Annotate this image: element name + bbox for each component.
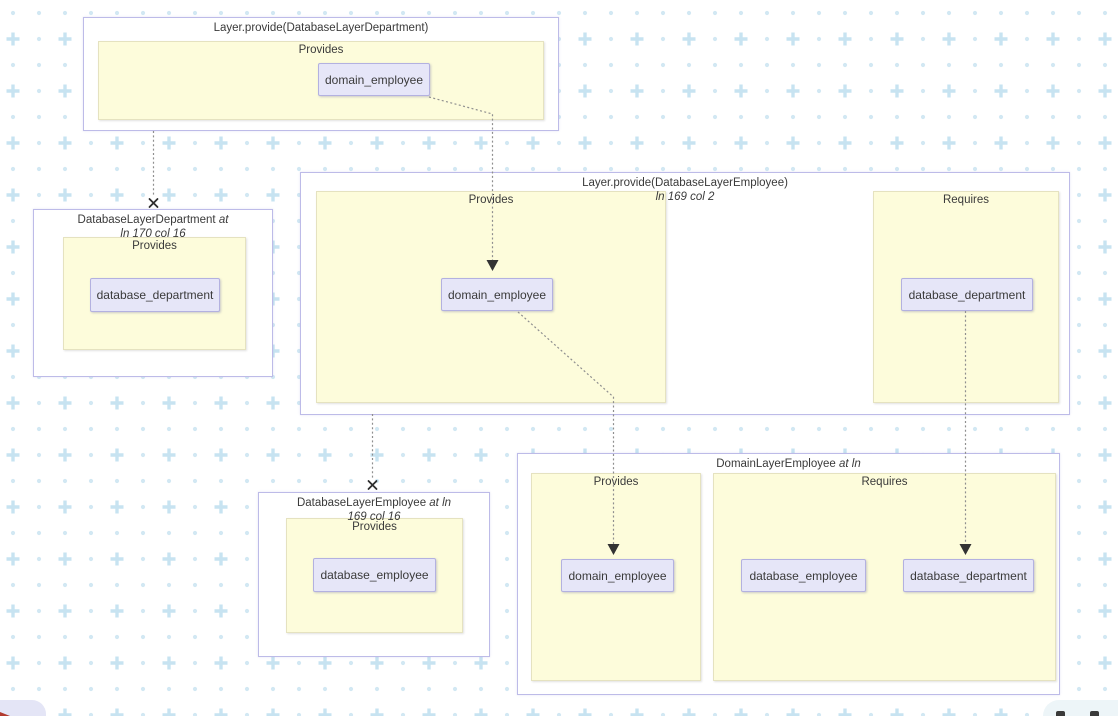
node-domain-employee[interactable]: domain_employee	[561, 559, 674, 592]
group-title-text: Layer.provide(DatabaseLayerDepartment)	[213, 22, 429, 34]
zoom-controls-panel[interactable]	[1043, 700, 1118, 716]
node-domain-employee[interactable]: domain_employee	[441, 278, 553, 311]
group-title: DatabaseLayerEmployee at ln 169 col 16	[259, 496, 489, 524]
group-title-location-line2: 169 col 16	[347, 511, 401, 523]
requires-panel: Requires database_employee database_depa…	[713, 473, 1056, 681]
group-title: DomainLayerEmployee at ln	[518, 457, 1059, 471]
group-title-location: at ln	[835, 458, 861, 470]
provides-panel: Provides domain_employee	[531, 473, 701, 681]
provides-label: Provides	[298, 44, 344, 56]
node-database-employee[interactable]: database_employee	[313, 558, 436, 592]
zoom-control-glyph-icon[interactable]	[1056, 711, 1065, 716]
node-database-department[interactable]: database_department	[901, 278, 1033, 311]
node-database-department[interactable]: database_department	[90, 278, 220, 312]
group-title: Layer.provide(DatabaseLayerDepartment)	[84, 21, 558, 35]
bottom-left-tab[interactable]	[0, 700, 46, 716]
node-database-employee[interactable]: database_employee	[741, 559, 866, 592]
group-title-text: DomainLayerEmployee	[716, 458, 836, 470]
group-title-text: DatabaseLayerEmployee	[296, 497, 427, 509]
group-title-text: Layer.provide(DatabaseLayerEmployee)	[582, 177, 788, 189]
zoom-control-glyph-icon[interactable]	[1090, 711, 1099, 716]
provides-panel: Provides database_department	[63, 237, 246, 350]
group-title-location-line2: ln 169 col 2	[655, 191, 715, 203]
node-database-department[interactable]: database_department	[903, 559, 1034, 592]
bottom-left-red-marker	[0, 712, 10, 716]
group-domain-layer-employee[interactable]: DomainLayerEmployee at ln Provides domai…	[517, 453, 1060, 695]
provides-panel: Provides domain_employee	[316, 191, 666, 403]
requires-label: Requires	[942, 194, 990, 206]
requires-label: Requires	[861, 476, 908, 488]
group-title-location: at	[215, 214, 229, 226]
group-database-layer-department[interactable]: DatabaseLayerDepartment at ln 170 col 16…	[33, 209, 273, 377]
group-database-layer-employee[interactable]: DatabaseLayerEmployee at ln 169 col 16 P…	[258, 492, 490, 657]
provides-panel: Provides database_employee	[286, 518, 463, 633]
group-layer-provide-database-layer-employee[interactable]: Layer.provide(DatabaseLayerEmployee) ln …	[300, 172, 1070, 415]
group-title-location: at ln	[426, 497, 452, 509]
group-title: DatabaseLayerDepartment at ln 170 col 16	[34, 213, 272, 241]
group-title-text: DatabaseLayerDepartment	[77, 214, 216, 226]
group-layer-provide-database-layer-department[interactable]: Layer.provide(DatabaseLayerDepartment) P…	[83, 17, 559, 131]
provides-label: Provides	[593, 476, 639, 488]
provides-label: Provides	[352, 521, 397, 533]
provides-label: Provides	[132, 240, 177, 252]
group-title-location-line2: ln 170 col 16	[120, 228, 186, 240]
provides-panel: Provides domain_employee	[98, 41, 544, 120]
node-domain-employee[interactable]: domain_employee	[318, 63, 430, 96]
requires-panel: Requires database_department	[873, 191, 1059, 403]
group-title: Layer.provide(DatabaseLayerEmployee) ln …	[301, 176, 1069, 204]
